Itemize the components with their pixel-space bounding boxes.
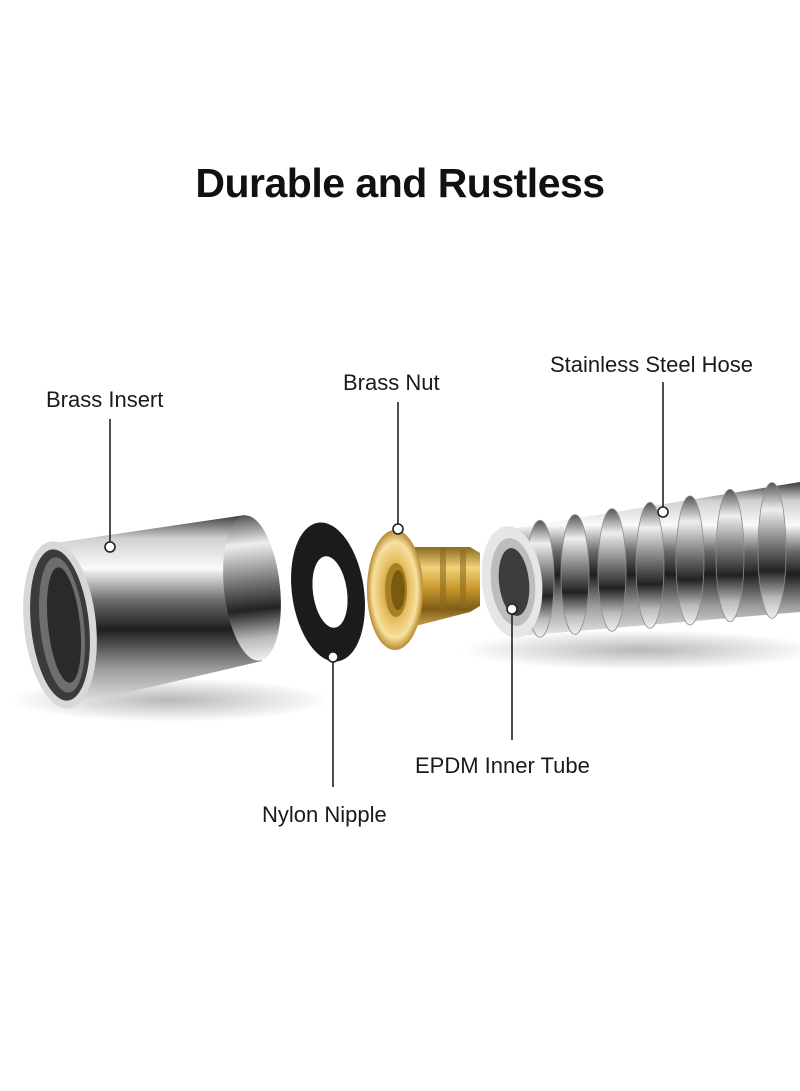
hose-ring (597, 508, 627, 632)
brass-insert-part (23, 515, 281, 709)
epdm-inner-tube-label: EPDM Inner Tube (415, 753, 590, 778)
hose-ring (715, 488, 745, 623)
stainless-steel-hose-part (481, 482, 800, 638)
brass-nut-marker (392, 523, 404, 535)
stainless-steel-hose-label: Stainless Steel Hose (550, 352, 753, 377)
hose-ring (560, 514, 590, 635)
epdm-tube-marker (506, 603, 518, 615)
hose-marker (657, 506, 669, 518)
brass-insert-label: Brass Insert (46, 387, 164, 412)
hose-shadow (460, 630, 800, 670)
brass-insert-marker (104, 541, 116, 553)
brass-nut-part (367, 530, 480, 650)
hose-ring (757, 482, 787, 619)
nylon-nipple-marker (327, 651, 339, 663)
hose-ring (675, 495, 705, 626)
nylon-nipple-part (291, 522, 365, 662)
hose-ring (635, 502, 665, 629)
brass-nut-label: Brass Nut (343, 370, 440, 395)
nylon-nipple-label: Nylon Nipple (262, 802, 387, 827)
page-title: Durable and Rustless (195, 160, 605, 206)
